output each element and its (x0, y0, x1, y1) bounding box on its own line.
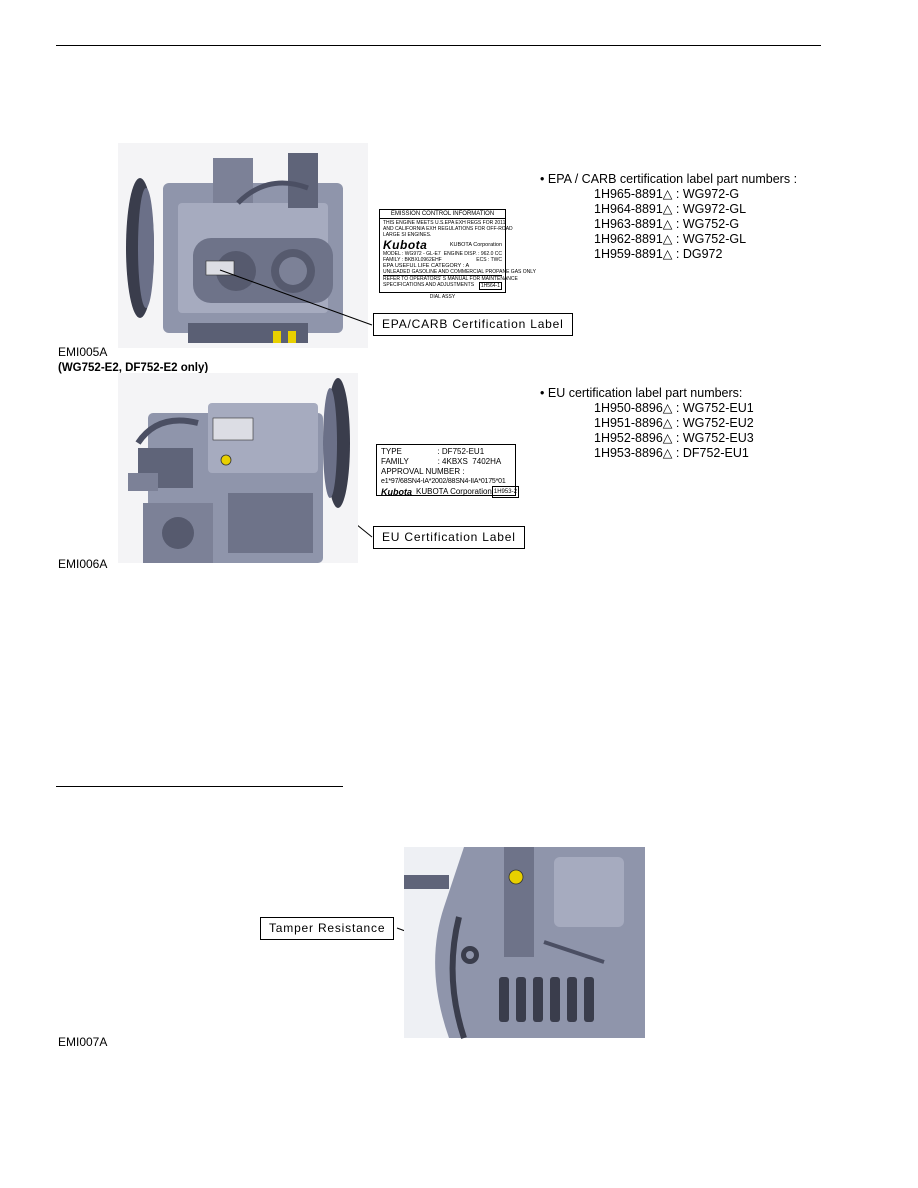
epa-list-heading: • EPA / CARB certification label part nu… (540, 172, 798, 186)
eu-callout: EU Certification Label (373, 526, 525, 549)
eu-part-list: • EU certification label part numbers: 1… (540, 386, 754, 461)
eu-list-heading: • EU certification label part numbers: (540, 386, 743, 400)
epa-label-line: LARGE SI ENGINES. (383, 232, 432, 238)
figure-caption-emi006a: EMI006A (58, 557, 108, 571)
list-item: 1H950-8896△ : WG752-EU1 (594, 401, 754, 415)
engine-illustration-tamper (404, 847, 645, 1039)
epa-label-corp: KUBOTA Corporation (449, 241, 502, 248)
epa-list-heading-text: EPA / CARB certification label part numb… (547, 172, 798, 186)
kubota-logo: Kubota (381, 487, 412, 497)
list-item: 1H959-8891△ : DG972 (594, 247, 723, 261)
eu-label-corp: KUBOTA Corporation (416, 487, 492, 496)
epa-label-model: MODEL : WG972 - GL-E7 (383, 251, 441, 257)
epa-label-fuel: UNLEADED GASOLINE AND COMMERCIAL PROPANE… (383, 269, 536, 276)
list-item: 1H962-8891△ : WG752-GL (594, 232, 747, 246)
epa-label-refer: SPECIFICATIONS AND ADJUSTMENTS (383, 282, 475, 288)
list-item: 1H952-8896△ : WG752-EU3 (594, 431, 754, 445)
epa-label-ecs: ECS : TWC (476, 257, 502, 263)
eu-label-card: TYPE : DF752-EU1 FAMILY : 4KBXS 7402HA A… (376, 444, 519, 498)
list-item: 1H963-8891△ : WG752-G (594, 217, 740, 231)
eu-label-type: TYPE : DF752-EU1 (381, 447, 485, 456)
figure-caption-emi005a: EMI005A (58, 345, 108, 359)
eu-label-family: FAMILY : 4KBXS 7402HA (381, 457, 502, 466)
epa-label-code: 1H564-1 (478, 282, 502, 290)
epa-label-card: EMISSION CONTROL INFORMATION THIS ENGINE… (379, 209, 536, 300)
epa-label-refer: REFER TO OPERATORS' S MANUAL FOR MAINTEN… (383, 276, 518, 282)
epa-carb-callout: EPA/CARB Certification Label (373, 313, 573, 336)
eu-label-approval-value: e1*97/68SN4-IA*2002/88SN4-IIA*0175*01 (381, 478, 506, 485)
epa-label-useful-life: EPA USEFUL LIFE CATEGORY : A (383, 263, 470, 269)
tamper-resistance-callout: Tamper Resistance (260, 917, 395, 940)
engine-illustration-epa (118, 143, 368, 348)
engine-illustration-eu (118, 373, 358, 563)
epa-label-assy: DIAL ASSY (429, 294, 456, 300)
epa-label-line: THIS ENGINE MEETS U.S.EPA EXH REGS FOR 2… (383, 220, 506, 226)
epa-label-family: FAMILY : BKBXL0962EHF (383, 257, 442, 263)
epa-label-disp: ENGINE DISP. : 962.0 CC (443, 251, 502, 257)
eu-label-code: 1H953-2 (491, 486, 519, 498)
figure-caption-emi007a: EMI007A (58, 1035, 108, 1049)
list-item: 1H953-8896△ : DF752-EU1 (594, 446, 749, 460)
header-rule (56, 45, 821, 46)
list-item: 1H951-8896△ : WG752-EU2 (594, 416, 754, 430)
eu-label-approval: APPROVAL NUMBER : (381, 467, 465, 476)
section-rule (56, 786, 343, 787)
model-note: (WG752-E2, DF752-E2 only) (58, 362, 209, 374)
list-item: 1H965-8891△ : WG972-G (594, 187, 740, 201)
epa-label-line: AND CALIFORNIA EXH REGULATIONS FOR OFF-R… (383, 226, 513, 232)
epa-part-list: • EPA / CARB certification label part nu… (540, 172, 797, 262)
epa-label-title: EMISSION CONTROL INFORMATION (380, 210, 505, 219)
kubota-logo: Kubota (383, 237, 428, 252)
list-item: 1H964-8891△ : WG972-GL (594, 202, 747, 216)
eu-list-heading-text: EU certification label part numbers: (547, 386, 743, 400)
